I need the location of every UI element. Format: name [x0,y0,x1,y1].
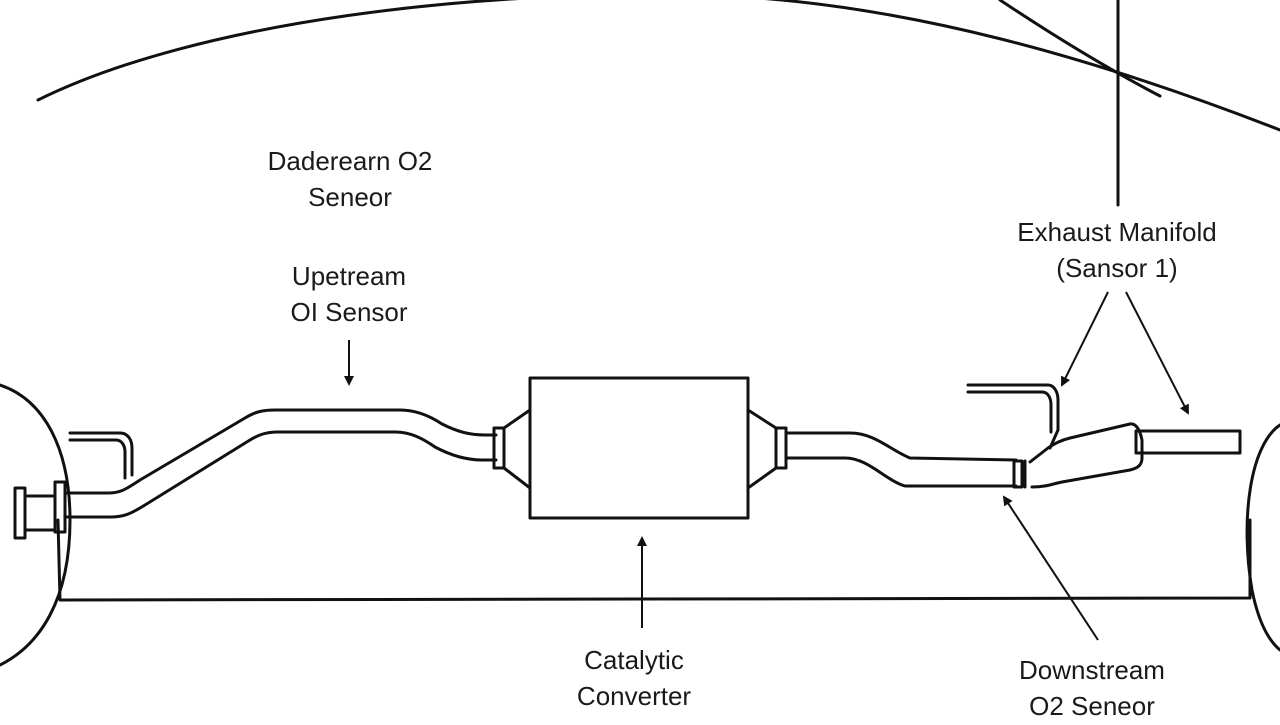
cat-inlet-flange [492,426,506,470]
catalytic-converter-label-line2: Converter [576,681,692,711]
car-roof-outline [36,0,1280,132]
dadcream-o2-label-line2: Seneor [308,182,392,212]
rear-pipe-lower-wall [63,430,498,519]
upstream-o2-label-line1: Upetream [291,261,407,291]
exhaust-manifold-arrow-right [1125,291,1189,415]
rear-wheel [0,383,72,667]
dadcream-o2-label-line1: Daderearn O2 [267,146,433,176]
cat-outlet-cone [746,408,778,490]
dadcream-o2-sensor-label: Daderearn O2 Seneor [268,143,433,215]
downstream-sensor-flange [1012,459,1024,489]
cat-outlet-flange [774,426,788,470]
exhaust-manifold-label-line2: (Sansor 1) [1056,253,1178,283]
downstream-o2-label-line2: O2 Seneor [1029,691,1155,721]
downstream-o2-label-line1: Downstream [1019,655,1165,685]
car-floor-line [56,518,1252,602]
engine-outlet-pipe [1134,429,1242,455]
cat-inlet-cone [502,408,532,490]
front-pipe-upper-wall [784,431,1018,462]
downstream-o2-sensor-label: Downstream O2 Seneor [1019,652,1165,724]
catalytic-converter-label-line1: Catalytic [584,645,684,675]
exhaust-manifold-label: Exhaust Manifold (Sansor 1) [1017,214,1216,286]
exhaust-manifold-arrow-left [1061,291,1109,387]
upstream-o2-sensor-label: Upetream OI Sensor [290,258,407,330]
catalytic-converter-label: Catalytic Converter [577,642,691,714]
windshield-line [998,0,1162,98]
catalytic-converter-body [528,376,750,520]
upstream-o2-label-line2: OI Sensor [290,297,408,327]
exhaust-manifold-label-line1: Exhaust Manifold [1017,217,1217,247]
manifold-body [1028,422,1144,489]
upstream-sensor-bracket [68,431,134,477]
manifold-sensor-bracket [966,383,1060,450]
downstream-sensor-arrow [1002,495,1099,641]
rear-pipe-upper-wall [63,408,498,495]
tailpipe-inner-flange [53,480,67,534]
front-pipe-lower-wall [784,456,1018,488]
tailpipe-outer-flange [13,486,27,540]
front-wheel [1245,423,1280,652]
